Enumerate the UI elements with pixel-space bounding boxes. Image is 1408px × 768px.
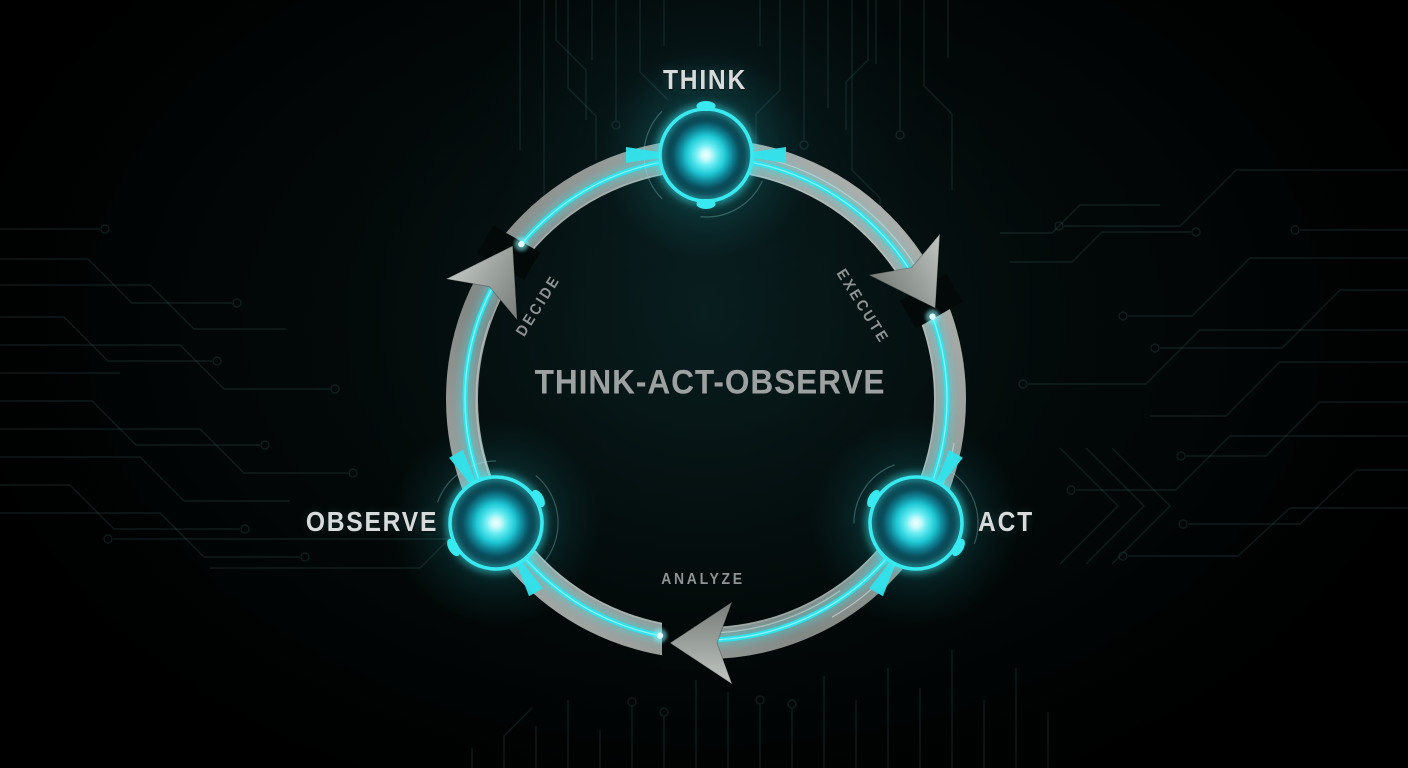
- node-think: [601, 50, 811, 260]
- arrowhead-execute: [867, 232, 963, 329]
- arrowhead-decide: [444, 225, 541, 322]
- node-label-observe: OBSERVE: [305, 506, 439, 537]
- node-act: [811, 418, 1021, 628]
- node-observe: [391, 418, 601, 628]
- arrowhead-analyze: [662, 600, 733, 686]
- node-label-think: THINK: [662, 64, 748, 95]
- step-label-analyze: ANALYZE: [661, 571, 745, 588]
- center-title: THINK-ACT-OBSERVE: [534, 363, 886, 402]
- ring-accent-arc: [475, 168, 937, 630]
- stripe-glow-caps: [514, 237, 940, 643]
- node-label-act: ACT: [978, 506, 1034, 537]
